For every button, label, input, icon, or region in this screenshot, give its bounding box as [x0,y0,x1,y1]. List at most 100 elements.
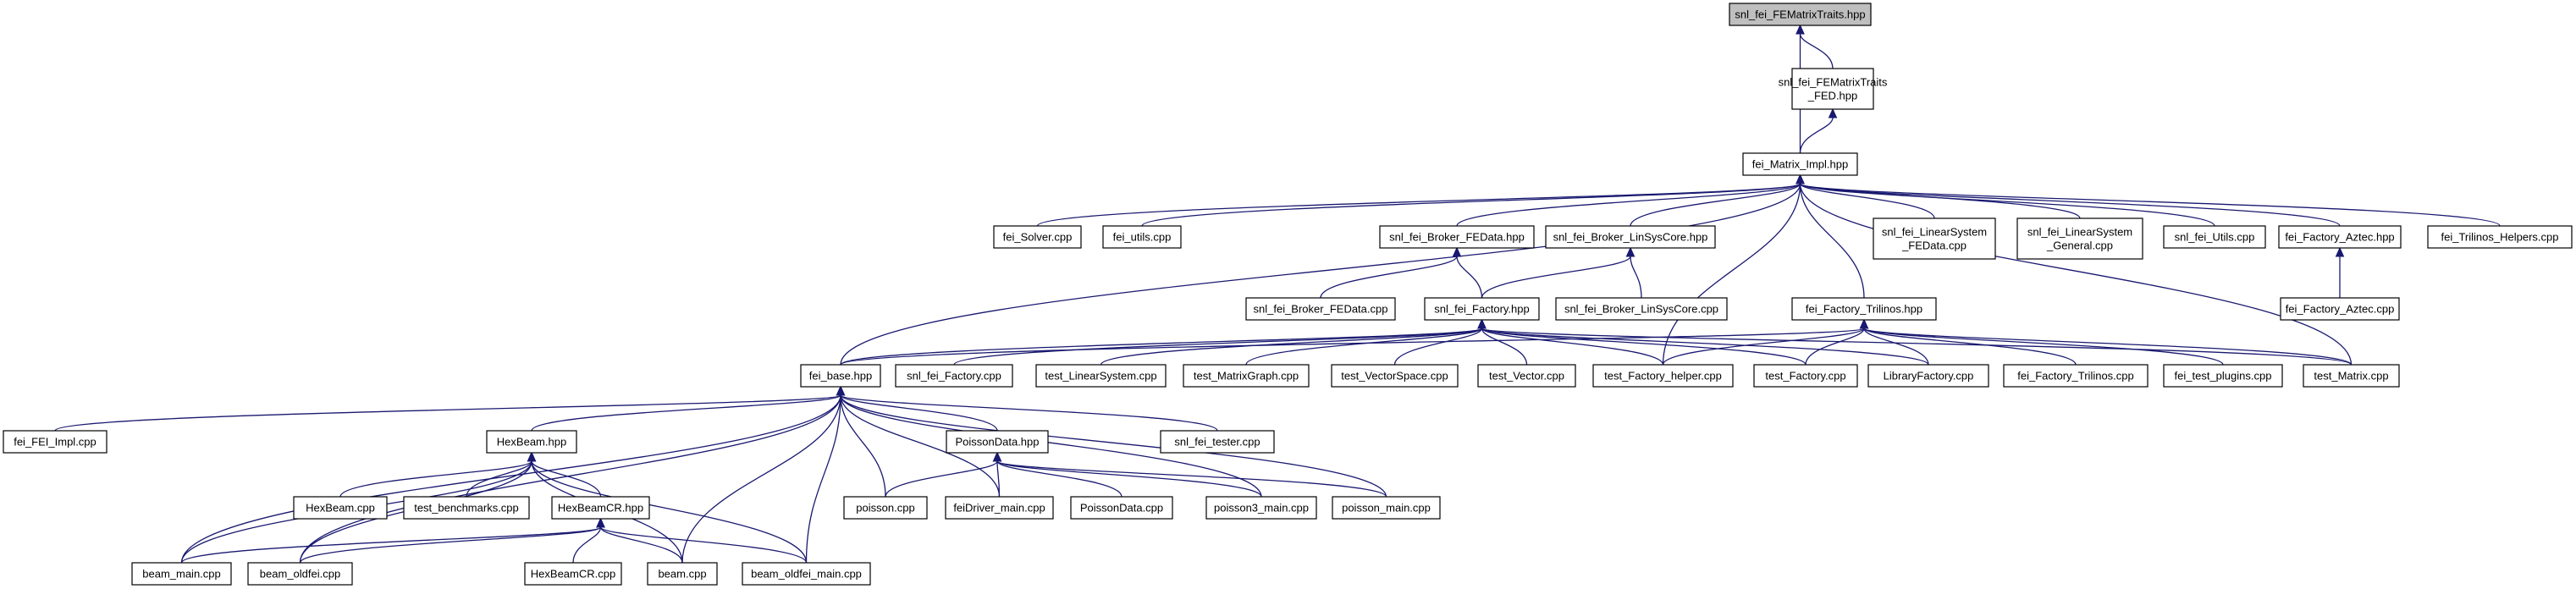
node-hexbeamcr-hpp[interactable]: HexBeamCR.hpp [551,496,650,520]
node-box [2278,225,2402,249]
node-feidriver-main-cpp[interactable]: feiDriver_main.cpp [945,496,1054,520]
node-snl-fei-linearsystem-general-cpp[interactable]: snl_fei_LinearSystem_General.cpp [2016,217,2143,260]
node-fei-factory-aztec-cpp[interactable]: fei_Factory_Aztec.cpp [2280,297,2400,321]
node-fei-trilinos-helpers-cpp[interactable]: fei_Trilinos_Helpers.cpp [2427,225,2573,249]
edge-solver-to-matimpl [1036,183,1801,227]
arrowhead-base-to-matimpl [1795,173,1805,184]
node-snl-fei-factory-cpp[interactable]: snl_fei_Factory.cpp [895,364,1013,388]
node-hexbeamcr-cpp[interactable]: HexBeamCR.cpp [524,562,622,586]
node-fei-factory-aztec-hpp[interactable]: fei_Factory_Aztec.hpp [2278,225,2402,249]
node-beam-cpp[interactable]: beam.cpp [647,562,718,586]
node-fei-factory-trilinos-cpp[interactable]: fei_Factory_Trilinos.cpp [2003,364,2149,388]
edge-brokerfedc-to-brokerfedh [1320,256,1458,299]
arrowhead-factoryh-to-brokerfedh [1452,246,1462,257]
node-beam-oldfei-main-cpp[interactable]: beam_oldfei_main.cpp [742,562,871,586]
node-poisson3-main-cpp[interactable]: poisson3_main.cpp [1205,496,1317,520]
arrowhead-beamoldfeimain-to-base [836,385,846,396]
edge-hexbeamc-to-hexbeamh [339,460,532,498]
node-box [993,225,1082,249]
node-label: test_VectorSpace.cpp [1341,370,1448,383]
node-label: LibraryFactory.cpp [1884,370,1974,383]
node-label: HexBeam.cpp [306,502,375,515]
node-fei-base-hpp[interactable]: fei_base.hpp [800,364,881,388]
node-poissondata-cpp[interactable]: PoissonData.cpp [1070,496,1173,520]
node-box [2163,225,2266,249]
arrowhead-poissonmain-to-poissondatah [992,451,1002,462]
edge-testfh-to-matimpl [1662,183,1801,366]
edge-beamoldfeimain-to-hexbeamcrh [599,526,808,564]
node-label: test_MatrixGraph.cpp [1194,370,1299,383]
arrowhead-testmat-to-factoryh [1477,318,1487,329]
node-poissondata-hpp[interactable]: PoissonData.hpp [946,430,1049,454]
node-label: fei_base.hpp [809,370,872,383]
node-poisson-main-cpp[interactable]: poisson_main.cpp [1332,496,1441,520]
edge-beamoldfeimain-to-base [805,394,841,564]
node-snl-fei-broker-fedata-cpp[interactable]: snl_fei_Broker_FEData.cpp [1245,297,1396,321]
node-test-vectorspace-cpp[interactable]: test_VectorSpace.cpp [1331,364,1459,388]
node-test-vector-cpp[interactable]: test_Vector.cpp [1477,364,1576,388]
arrowhead-brokerlinc-to-brokerlinh [1625,246,1636,257]
edge-bench-to-hexbeamh [466,460,532,498]
edge-testmat-to-trilinosh [1863,328,2353,366]
node-poisson-cpp[interactable]: poisson.cpp [843,496,928,520]
node-fei-utils-cpp[interactable]: fei_utils.cpp [1102,225,1182,249]
node-box [131,562,232,586]
node-label: snl_fei_tester.cpp [1174,436,1260,449]
arrowhead-matimpl-to-root [1795,24,1805,35]
arrowhead-beamoldfeimain-to-hexbeamh [527,451,537,462]
node-snl-fei-broker-fedata-hpp[interactable]: snl_fei_Broker_FEData.hpp [1379,225,1535,249]
node-beam-oldfei-cpp[interactable]: beam_oldfei.cpp [247,562,353,586]
node-fei-solver-cpp[interactable]: fei_Solver.cpp [993,225,1082,249]
edge-testmat-to-matimpl [1799,183,2353,366]
edge-poissonmain-to-poissondatah [996,460,1387,498]
node-label: HexBeam.hpp [497,436,566,449]
node-fei-factory-trilinos-hpp[interactable]: fei_Factory_Trilinos.hpp [1791,297,1937,321]
node-label: fei_Factory_Aztec.hpp [2285,231,2394,244]
edge-base-to-matimpl [840,183,1801,366]
edge-testvec-to-factoryh [1481,328,1528,366]
node-hexbeam-hpp[interactable]: HexBeam.hpp [486,430,577,454]
node-box [2280,297,2400,321]
node-label: fei_test_plugins.cpp [2175,370,2272,383]
node-snl-fei-tester-cpp[interactable]: snl_fei_tester.cpp [1160,430,1275,454]
node-fei-fei-impl-cpp[interactable]: fei_FEI_Impl.cpp [3,430,108,454]
node-test-matrixgraph-cpp[interactable]: test_MatrixGraph.cpp [1183,364,1310,388]
node-box [1555,297,1728,321]
node-label: test_Factory.cpp [1765,370,1845,383]
node-test-benchmarks-cpp[interactable]: test_benchmarks.cpp [403,496,530,520]
node-beam-main-cpp[interactable]: beam_main.cpp [131,562,232,586]
node-label: snl_fei_LinearSystem [2027,226,2132,239]
node-test-factory-cpp[interactable]: test_Factory.cpp [1753,364,1858,388]
node-label: fei_Trilinos_Helpers.cpp [2441,231,2559,244]
edge-plugins-to-trilinosh [1863,328,2224,366]
node-box [1245,297,1396,321]
node-hexbeam-cpp[interactable]: HexBeam.cpp [293,496,388,520]
node-test-factory-helper-cpp[interactable]: test_Factory_helper.cpp [1592,364,1734,388]
node-box [1424,297,1540,321]
edge-lsgen-to-matimpl [1799,183,2081,219]
node-box [1873,217,1996,260]
node-snl-fei-fematrixtraits-fed-hpp[interactable]: snl_fei_FEMatrixTraits_FED.hpp [1779,68,1888,110]
node-test-matrix-cpp[interactable]: test_Matrix.cpp [2303,364,2400,388]
node-label: _FEData.cpp [1901,239,1966,252]
node-fei-test-plugins-cpp[interactable]: fei_test_plugins.cpp [2163,364,2283,388]
node-snl-fei-broker-linsyscore-cpp[interactable]: snl_fei_Broker_LinSysCore.cpp [1555,297,1728,321]
node-snl-fei-utils-cpp[interactable]: snl_fei_Utils.cpp [2163,225,2266,249]
edge-tester-to-base [840,394,1218,432]
node-box [647,562,718,586]
edge-fed-to-root [1799,33,1834,69]
node-snl-fei-linearsystem-fedata-cpp[interactable]: snl_fei_LinearSystem_FEData.cpp [1873,217,1996,260]
node-box [293,496,388,520]
node-box [895,364,1013,388]
node-snl-fei-broker-linsyscore-hpp[interactable]: snl_fei_Broker_LinSysCore.hpp [1545,225,1716,249]
node-box [1160,430,1275,454]
node-fei-matrix-impl-hpp[interactable]: fei_Matrix_Impl.hpp [1742,152,1858,176]
node-box [247,562,353,586]
node-snl-fei-factory-hpp[interactable]: snl_fei_Factory.hpp [1424,297,1540,321]
node-box [524,562,622,586]
node-libraryfactory-cpp[interactable]: LibraryFactory.cpp [1867,364,1989,388]
node-box [1332,496,1441,520]
node-label: PoissonData.hpp [955,436,1039,449]
node-test-linearsystem-cpp[interactable]: test_LinearSystem.cpp [1035,364,1167,388]
